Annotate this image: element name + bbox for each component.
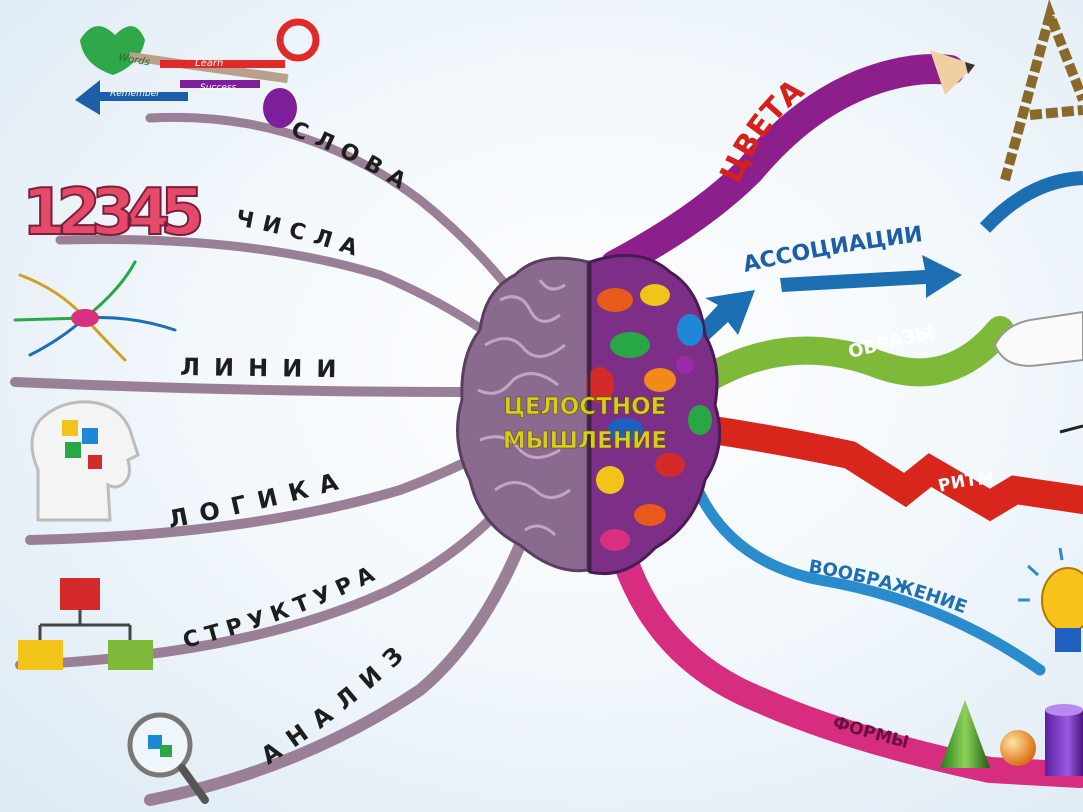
label-linii-text: ЛИНИИ [180, 353, 351, 383]
brain-left-hemisphere [456, 256, 590, 573]
branch-slova-line [145, 112, 515, 295]
branch-formy-line [612, 547, 1083, 788]
branch-chisla-line [55, 234, 495, 340]
label-slova-text: СЛОВА [288, 117, 418, 199]
branch-analiz-line [144, 539, 526, 806]
sphere-icon [1000, 730, 1036, 766]
label-associacii-text: АССОЦИАЦИИ [741, 222, 924, 278]
right-branches [600, 54, 1083, 788]
neuron-icon [13, 260, 177, 362]
arc-blue-line [979, 171, 1083, 233]
key-text-3: Remember [110, 89, 161, 99]
branch-ritm-line [686, 414, 1083, 522]
center-title-line1: ЦЕЛОСТНОЕ [504, 394, 667, 420]
branch-linii-line [10, 377, 465, 397]
arrow-right-icon [780, 255, 962, 298]
numbers-icon: 12345 [21, 175, 212, 251]
key-text-1: Words [117, 52, 150, 68]
chain-letter-icon [1000, 0, 1083, 182]
numbers-art-text: 12345 [22, 176, 201, 250]
branch-voobrazhenie-line [684, 464, 1046, 676]
lightbulb-icon [1018, 547, 1083, 652]
keys-icon: Words Learn Remember Success [75, 18, 320, 128]
pointing-hand-icon [993, 310, 1083, 367]
left-labels: СЛОВА ЧИСЛА ЛИНИИ ЛОГИКА СТРУКТУРА АНАЛИ… [166, 117, 418, 770]
pencil-tip-icon [930, 50, 975, 95]
center-title-line2: МЫШЛЕНИЕ [503, 428, 667, 454]
branch-logika-line [25, 455, 475, 545]
key-text-2: Learn [195, 58, 223, 69]
head-puzzle-icon [30, 400, 140, 522]
key-text-4: Success [200, 83, 237, 93]
cone-icon [940, 700, 990, 768]
flowchart-icon [18, 578, 153, 670]
cylinder-icon [1045, 710, 1083, 776]
brain-icon: ЦЕЛОСТНОЕ МЫШЛЕНИЕ [456, 253, 722, 576]
magnifier-icon [127, 712, 209, 804]
branch-cveta-line [600, 54, 965, 280]
shapes-icon [940, 700, 1083, 776]
ritm-mark-icon [1059, 424, 1083, 434]
branch-obrazy-line [691, 316, 1014, 394]
